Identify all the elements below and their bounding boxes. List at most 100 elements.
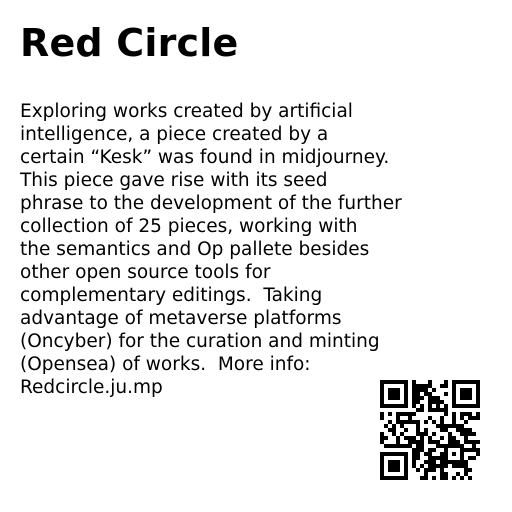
qr-module xyxy=(444,392,448,396)
qr-module xyxy=(452,412,456,416)
qr-module xyxy=(380,404,384,408)
qr-module xyxy=(428,416,432,420)
qr-module xyxy=(408,420,412,424)
qr-module xyxy=(424,452,428,456)
qr-module xyxy=(404,436,408,440)
description-line: advantage of metaverse platforms xyxy=(20,308,342,329)
qr-module xyxy=(404,444,408,448)
qr-module xyxy=(428,400,432,404)
qr-module xyxy=(440,384,444,388)
qr-module xyxy=(452,404,456,408)
qr-module xyxy=(400,380,404,384)
qr-module xyxy=(380,440,384,444)
qr-module xyxy=(404,472,408,476)
qr-module xyxy=(448,436,452,440)
qr-module xyxy=(464,472,468,476)
qr-module xyxy=(388,428,392,432)
qr-module xyxy=(436,408,440,412)
qr-module xyxy=(452,392,456,396)
qr-module xyxy=(432,408,436,412)
qr-module xyxy=(452,400,456,404)
qr-module xyxy=(420,408,424,412)
qr-module xyxy=(392,476,396,480)
qr-module xyxy=(460,428,464,432)
qr-module xyxy=(396,380,400,384)
qr-module xyxy=(456,464,460,468)
qr-module xyxy=(396,412,400,416)
qr-module xyxy=(440,444,444,448)
qr-module xyxy=(396,420,400,424)
description-line: This piece gave rise with its seed xyxy=(20,170,328,191)
qr-module xyxy=(460,412,464,416)
qr-module xyxy=(380,468,384,472)
qr-module xyxy=(380,436,384,440)
qr-module xyxy=(380,384,384,388)
qr-module xyxy=(408,444,412,448)
qr-module xyxy=(404,384,408,388)
qr-module xyxy=(416,384,420,388)
qr-module xyxy=(428,464,432,468)
qr-module xyxy=(476,396,480,400)
qr-module xyxy=(444,428,448,432)
qr-module xyxy=(436,464,440,468)
qr-module xyxy=(424,468,428,472)
qr-module xyxy=(416,396,420,400)
qr-module xyxy=(408,436,412,440)
qr-module xyxy=(412,440,416,444)
qr-module xyxy=(416,400,420,404)
qr-module xyxy=(452,476,456,480)
qr-module xyxy=(388,444,392,448)
qr-module xyxy=(444,476,448,480)
qr-module xyxy=(468,428,472,432)
qr-module xyxy=(420,396,424,400)
description-line: phrase to the development of the further xyxy=(20,193,402,214)
qr-module xyxy=(400,424,404,428)
qr-module xyxy=(404,476,408,480)
qr-module xyxy=(452,380,456,384)
qr-code-icon xyxy=(380,380,480,480)
qr-module xyxy=(468,432,472,436)
qr-module xyxy=(424,460,428,464)
qr-module xyxy=(396,436,400,440)
qr-module xyxy=(452,384,456,388)
qr-module xyxy=(412,412,416,416)
qr-module xyxy=(440,472,444,476)
qr-module xyxy=(396,444,400,448)
description-line: collection of 25 pieces, working with xyxy=(20,216,358,237)
qr-module xyxy=(456,404,460,408)
qr-module xyxy=(440,424,444,428)
qr-module xyxy=(396,440,400,444)
qr-module xyxy=(436,396,440,400)
qr-module xyxy=(444,448,448,452)
description-line: Exploring works created by artificial xyxy=(20,101,353,122)
qr-module xyxy=(380,456,384,460)
qr-module xyxy=(396,404,400,408)
qr-module xyxy=(456,424,460,428)
qr-module xyxy=(452,464,456,468)
qr-module xyxy=(404,396,408,400)
qr-module xyxy=(428,404,432,408)
qr-module xyxy=(468,392,472,396)
description-line: certain “Kesk” was found in midjourney. xyxy=(20,147,390,168)
qr-module xyxy=(388,392,392,396)
qr-module xyxy=(388,464,392,468)
qr-module xyxy=(448,444,452,448)
qr-module xyxy=(460,380,464,384)
qr-module xyxy=(444,452,448,456)
qr-module xyxy=(468,456,472,460)
qr-module xyxy=(408,412,412,416)
qr-module xyxy=(416,408,420,412)
qr-module xyxy=(400,412,404,416)
qr-module xyxy=(460,416,464,420)
qr-module xyxy=(456,460,460,464)
website-link[interactable]: Redcircle.ju.mp xyxy=(20,377,163,398)
qr-module xyxy=(472,448,476,452)
qr-module xyxy=(444,456,448,460)
qr-module xyxy=(436,400,440,404)
qr-module xyxy=(424,476,428,480)
description-line: complementary editings. Taking xyxy=(20,285,323,306)
qr-module xyxy=(412,436,416,440)
qr-module xyxy=(436,440,440,444)
qr-module xyxy=(400,452,404,456)
